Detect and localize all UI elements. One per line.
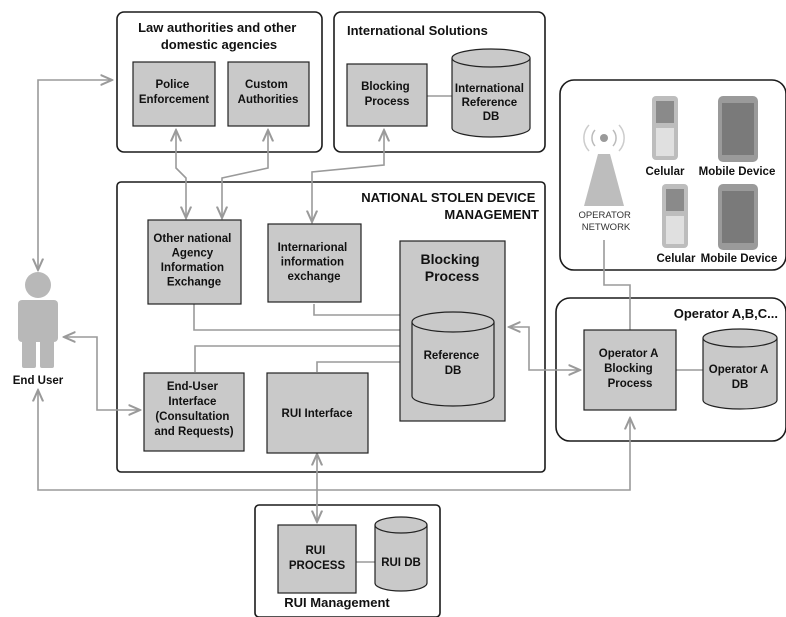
end-user-label: End User <box>13 375 64 387</box>
intl-blocking-process-label: Blocking Process <box>361 81 413 108</box>
connector-custom-agency <box>222 130 268 218</box>
connectors <box>38 80 703 563</box>
mobile-device-icon <box>718 184 758 250</box>
celular-label-1: Celular <box>646 166 686 178</box>
other-agency-box <box>147 219 242 305</box>
rui-process-label: RUI PROCESS <box>289 545 346 572</box>
reference-db-label: Reference DB <box>424 350 483 377</box>
intl-exchange-label: Internarional information exchange <box>278 242 351 283</box>
mobile-device-icon <box>718 96 758 162</box>
end-user-person-icon <box>18 272 58 368</box>
connector-enduser-police <box>38 80 112 270</box>
mobile-device-label-2: Mobile Device <box>701 253 778 265</box>
celular-label-2: Celular <box>657 253 697 265</box>
operator-group-title: Operator A,B,C... <box>674 306 778 321</box>
connector-ruiinterface-reference <box>316 361 412 372</box>
blocking-process-label: Blocking Process <box>420 251 483 284</box>
connector-operator-network <box>603 240 631 330</box>
intl-reference-db-label: International Reference DB <box>455 83 527 123</box>
other-agency-label: Other national Agency Information Exchan… <box>153 233 234 289</box>
operator-db-cylinder <box>702 328 778 410</box>
rui-management-title: RUI Management <box>284 595 390 610</box>
custom-authorities-box <box>227 61 310 127</box>
rui-interface-box <box>266 372 369 454</box>
rui-db-label: RUI DB <box>381 557 421 569</box>
reference-db-cylinder <box>411 311 495 407</box>
intl-reference-db-cylinder <box>451 48 531 138</box>
operator-blocking-label: Operator A Blocking Process <box>599 348 661 390</box>
cellphone-icon <box>652 96 678 160</box>
connector-intlexchange-reference <box>313 304 412 316</box>
end-user-interface-label: End-User Interface (Consultation and Req… <box>154 381 233 438</box>
connector-agency-reference <box>193 296 412 331</box>
operator-network-tower-icon <box>583 124 625 206</box>
operator-network-label: OPERATOR NETWORK <box>578 210 633 233</box>
mobile-device-label-1: Mobile Device <box>699 166 776 178</box>
cellphone-icon <box>662 184 688 248</box>
custom-authorities-label: Custom Authorities <box>238 79 299 106</box>
connector-euinterface-reference <box>194 345 412 372</box>
police-enforcement-box <box>132 61 216 127</box>
law-group-title: Law authorities and other domestic agenc… <box>138 20 300 52</box>
police-enforcement-label: Police Enforcement <box>139 79 209 106</box>
connector-intl-exchange <box>312 130 384 222</box>
intl-blocking-process-box <box>346 63 428 127</box>
intl-exchange-box <box>267 223 362 303</box>
rui-interface-label: RUI Interface <box>282 408 353 420</box>
rui-db-cylinder <box>374 516 428 592</box>
connector-enduser-operator <box>38 390 630 491</box>
intl-group-title: International Solutions <box>347 23 488 38</box>
operator-blocking-box <box>583 329 677 411</box>
connector-blocking-operator <box>509 327 580 370</box>
national-group-title: NATIONAL STOLEN DEVICE MANAGEMENT <box>361 190 539 222</box>
connector-police-agency <box>176 130 186 218</box>
operator-db-label: Operator A DB <box>709 364 771 391</box>
end-user-interface-box <box>143 372 245 452</box>
rui-process-box <box>277 524 357 594</box>
